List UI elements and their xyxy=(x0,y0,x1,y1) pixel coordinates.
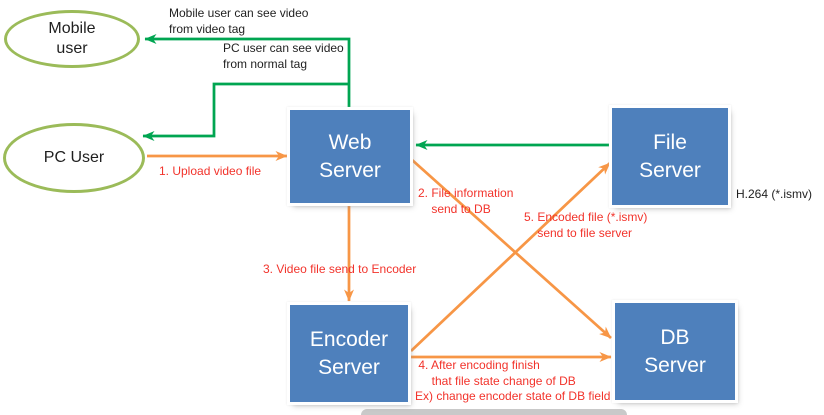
encoder-server-node: Encoder Server xyxy=(290,305,408,402)
mobile-user-node: Mobile user xyxy=(4,10,140,68)
pc-user-node: PC User xyxy=(3,123,145,193)
annotation-step4-encoding-finish: 4. After encoding finish that file state… xyxy=(415,358,611,403)
annotation-step2-file-info: 2. File information send to DB xyxy=(418,186,514,216)
annotation-mobile-video-tag: Mobile user can see video from video tag xyxy=(169,6,309,36)
db-server-node: DB Server xyxy=(615,303,735,400)
annotation-codec-note: H.264 (*.ismv) xyxy=(736,187,813,201)
arrow-web-to-db xyxy=(410,157,612,340)
cutoff-shape xyxy=(361,409,627,415)
arrow-encoder-to-file xyxy=(410,162,611,352)
annotation-step5-encoded-file: 5. Encoded file (*.ismv) send to file se… xyxy=(524,210,648,240)
annotation-step1-upload: 1. Upload video file xyxy=(159,164,262,178)
annotation-step3-send-encoder: 3. Video file send to Encoder xyxy=(263,262,417,276)
annotation-pc-normal-tag: PC user can see video from normal tag xyxy=(223,41,344,71)
file-server-node: File Server xyxy=(612,108,728,205)
web-server-node: Web Server xyxy=(290,110,410,203)
arrow-web-to-pc xyxy=(142,82,349,141)
arrow-web-to-mobile xyxy=(144,34,351,111)
